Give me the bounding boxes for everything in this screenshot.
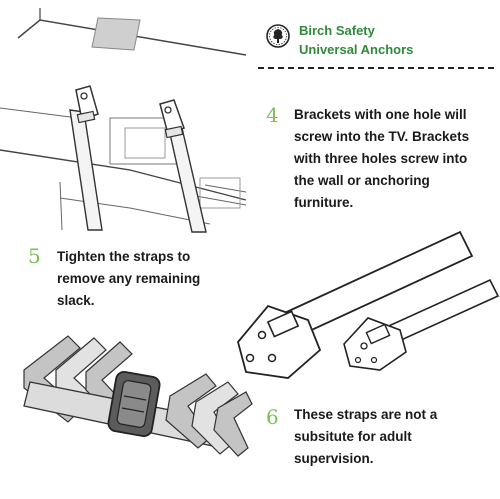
step-5-text: Tighten the straps to remove any remaini… xyxy=(57,246,200,312)
step-6-line: subsitute for adult xyxy=(294,429,412,444)
step-5-line: slack. xyxy=(57,293,95,308)
step-6-text: These straps are not a subsitute for adu… xyxy=(294,404,437,470)
step-6-number: 6 xyxy=(266,405,279,429)
tv-back-straps-illustration xyxy=(0,8,247,233)
step-4-line: Brackets with one hole will xyxy=(294,107,467,122)
step-4-line: furniture. xyxy=(294,195,354,210)
dashed-divider xyxy=(258,67,494,69)
tree-seal-icon xyxy=(266,24,290,48)
brand-name: Birch Safety Universal Anchors xyxy=(299,21,413,59)
brand-line-1: Birch Safety xyxy=(299,23,375,38)
step-4-line: screw into the TV. Brackets xyxy=(294,129,470,144)
step-6-line: supervision. xyxy=(294,451,374,466)
brand-line-2: Universal Anchors xyxy=(299,42,414,57)
step-4-line: the wall or anchoring xyxy=(294,173,430,188)
step-4-number: 4 xyxy=(266,103,279,127)
step-5-line: Tighten the straps to xyxy=(57,249,191,264)
step-6-line: These straps are not a xyxy=(294,407,438,422)
bracket-straps-illustration xyxy=(237,230,500,379)
step-5-number: 5 xyxy=(28,244,41,268)
step-4-line: with three holes screw into xyxy=(294,151,468,166)
step-4-text: Brackets with one hole will screw into t… xyxy=(294,104,469,214)
step-5-line: remove any remaining xyxy=(57,271,201,286)
strap-buckle-illustration xyxy=(23,335,253,457)
